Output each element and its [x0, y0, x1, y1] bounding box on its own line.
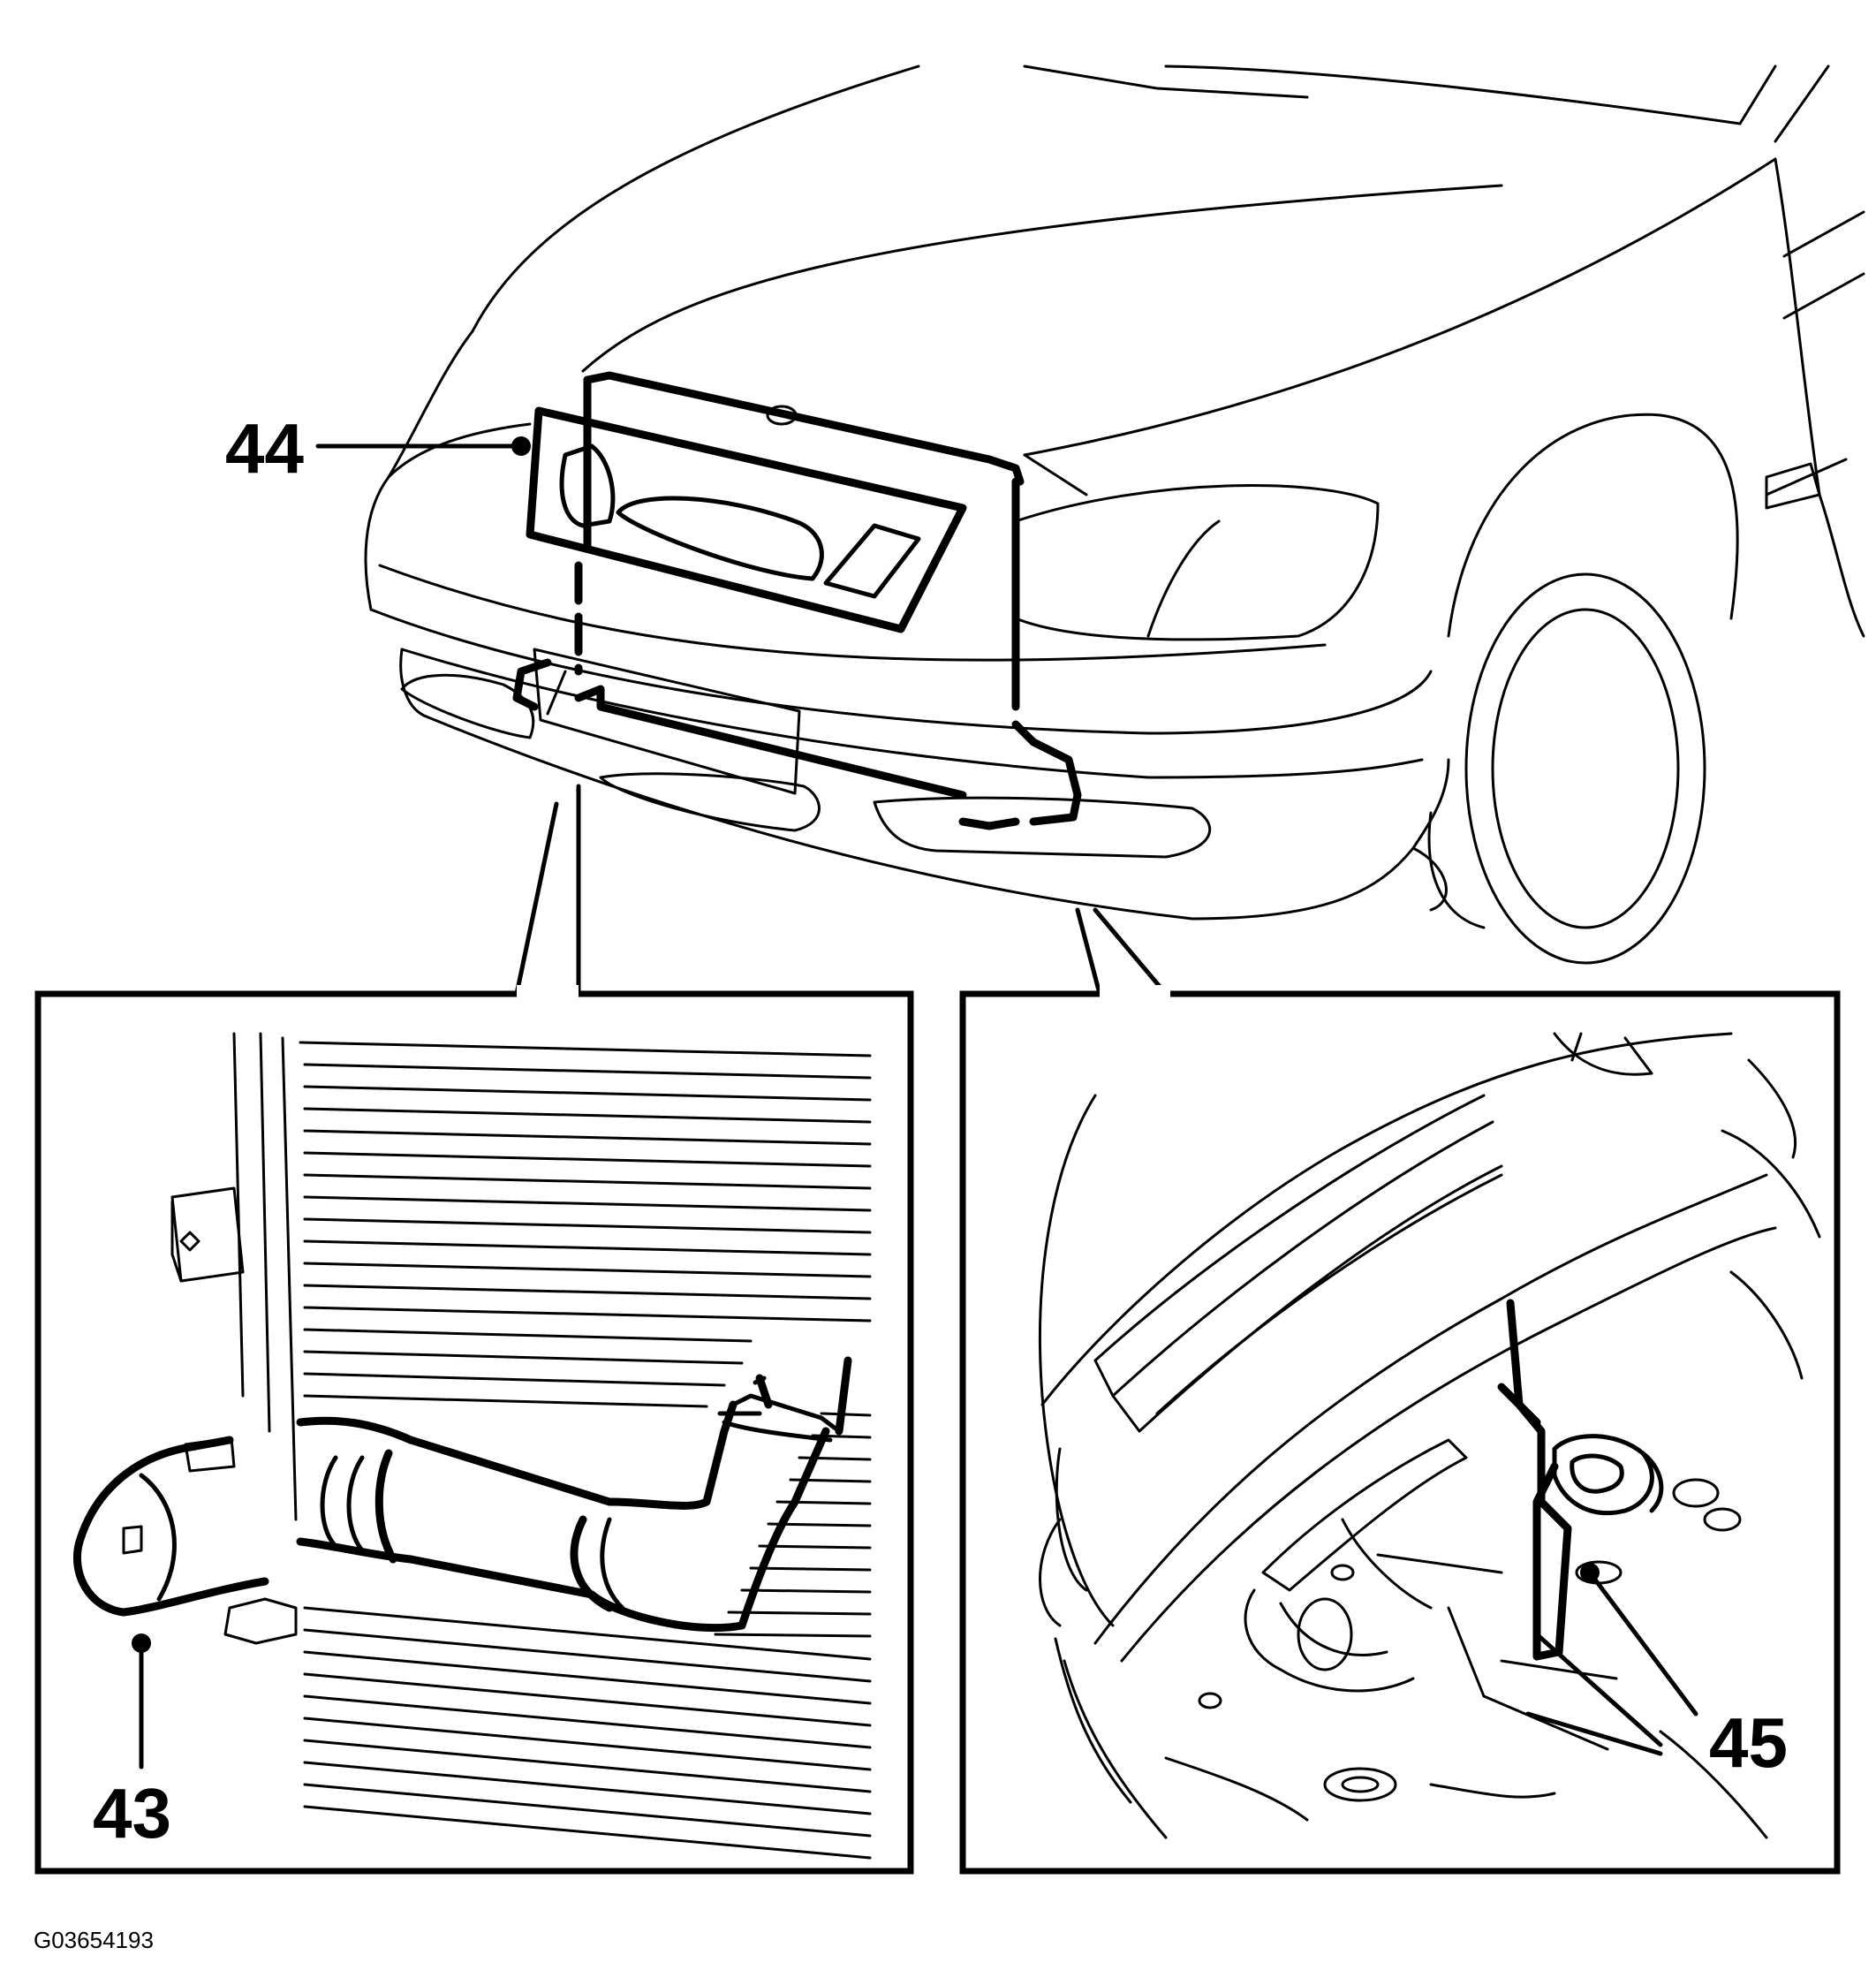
detail-leaders	[514, 784, 1169, 997]
car-front-overview	[364, 64, 1865, 965]
radiator-fins	[299, 1041, 872, 1860]
figure-code: G03654193	[34, 1927, 154, 1953]
callout-45: 45	[1525, 1563, 1788, 1782]
callout-43: 43	[93, 1633, 171, 1853]
hose-detail	[72, 1356, 852, 1633]
callout-44-label: 44	[225, 409, 304, 488]
bumper-underside-detail	[1039, 1032, 1821, 1839]
callout-44: 44	[225, 409, 531, 488]
right-detail-frame	[959, 985, 1841, 1875]
callout-45-label: 45	[1709, 1703, 1788, 1782]
callout-43-label: 43	[93, 1774, 171, 1853]
radiator-detail	[170, 1032, 872, 1860]
grille	[526, 405, 967, 633]
removal-outline	[512, 371, 1082, 830]
left-detail-frame	[34, 985, 914, 1875]
